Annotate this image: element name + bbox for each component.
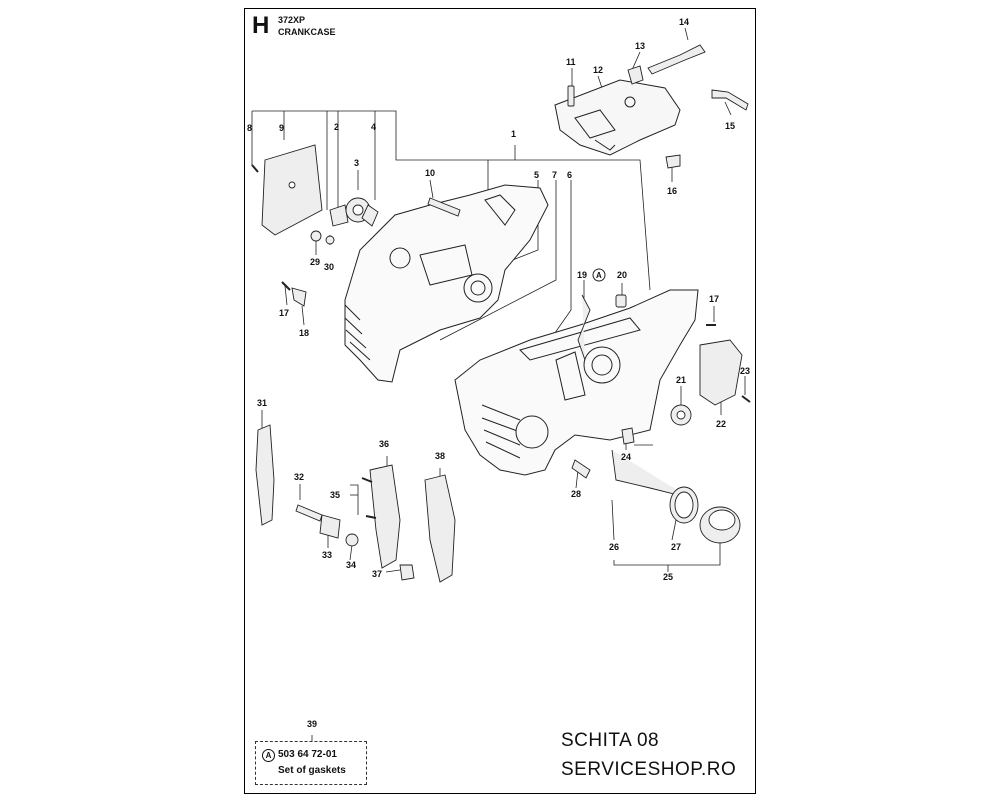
bearing-seat-right (515, 415, 549, 449)
callout-30: 30 (324, 262, 334, 272)
callout-1: 1 (511, 129, 516, 139)
part-28-bolt (571, 459, 591, 479)
callout-29: 29 (310, 257, 320, 267)
callout-26: 26 (609, 542, 619, 552)
marker-a-circle (592, 268, 606, 282)
leader-line (252, 110, 651, 291)
callout-22: 22 (716, 419, 726, 429)
part-9-plate (261, 144, 323, 236)
part-20-sleeve (615, 294, 627, 308)
legend-item-number: 39 (307, 719, 318, 729)
callout-17-right: 17 (709, 294, 719, 304)
legend-box (255, 741, 367, 785)
part-10-bolt (427, 197, 461, 217)
callout-3: 3 (354, 158, 359, 168)
part-33-spacer (319, 514, 341, 539)
part-19-gasket (577, 294, 591, 361)
part-24-stud (621, 427, 635, 445)
part-12-tank-cover (554, 79, 681, 156)
part-26-strap (611, 449, 691, 499)
callout-23: 23 (740, 366, 750, 376)
part-11-screw (567, 85, 575, 107)
marker-a-label: A (596, 271, 602, 280)
watermark-line-1: SCHITA 08 (561, 730, 660, 751)
part-23-screw (741, 395, 751, 403)
section-letter: H (252, 12, 270, 39)
callout-25: 25 (663, 572, 673, 582)
callout-6: 6 (567, 170, 572, 180)
part-34-nut (345, 533, 359, 547)
callout-32: 32 (294, 472, 304, 482)
crankcase-fins-left (344, 304, 371, 361)
callout-14: 14 (679, 17, 689, 27)
callout-34: 34 (346, 560, 356, 570)
callout-21: 21 (676, 375, 686, 385)
leader-line (613, 540, 721, 566)
part-4-washer (361, 204, 379, 227)
legend-part-number: 503 64 72-01 (278, 749, 337, 760)
callout-17-left: 17 (279, 308, 289, 318)
part-18-clip (291, 287, 307, 307)
callout-33: 33 (322, 550, 332, 560)
callout-11: 11 (566, 57, 576, 67)
assembly-title: CRANKCASE (278, 27, 336, 37)
crankcase-half-right (454, 289, 699, 476)
leader-line (549, 180, 572, 341)
callout-8: 8 (247, 123, 252, 133)
part-8-screw (251, 164, 259, 173)
part-31-gasket (255, 424, 275, 526)
callout-18: 18 (299, 328, 309, 338)
callout-7: 7 (552, 170, 557, 180)
callout-16: 16 (667, 186, 677, 196)
leader-line (350, 484, 359, 515)
part-29-nut (310, 230, 322, 242)
part-16-nipple (665, 154, 681, 169)
callout-10: 10 (425, 168, 435, 178)
callout-20: 20 (617, 270, 627, 280)
callout-5: 5 (534, 170, 539, 180)
model-name: 372XP (278, 15, 306, 25)
watermark-line-2: SERVICESHOP.RO (561, 759, 737, 780)
callout-38: 38 (435, 451, 445, 461)
crankcase-fins-right (481, 404, 521, 459)
part-38-plate (424, 474, 456, 583)
part-30-nut (325, 235, 335, 245)
part-17-screw-left (281, 281, 291, 291)
part-13-bracket (627, 65, 644, 85)
callout-37: 37 (372, 569, 382, 579)
callout-2: 2 (334, 122, 339, 132)
bore-left (389, 247, 411, 269)
callout-27: 27 (671, 542, 681, 552)
callout-15: 15 (725, 121, 735, 131)
callout-31: 31 (257, 398, 267, 408)
callout-19: 19 (577, 270, 587, 280)
callout-12: 12 (593, 65, 603, 75)
part-15-throttle-rod (711, 89, 749, 111)
legend-description: Set of gaskets (278, 765, 346, 776)
callout-28: 28 (571, 489, 581, 499)
callout-24: 24 (621, 452, 631, 462)
callout-35: 35 (330, 490, 340, 500)
callout-9: 9 (279, 123, 284, 133)
part-32-bolt (295, 504, 323, 522)
legend-marker: A (262, 749, 275, 762)
part-14-cable (647, 44, 706, 75)
sheet-frame (244, 8, 756, 794)
part-2-bushing (329, 204, 349, 227)
part-35-screw-a (361, 477, 373, 483)
part-22-cover (699, 339, 743, 406)
callout-4: 4 (371, 122, 376, 132)
callout-36: 36 (379, 439, 389, 449)
part-35-screw-b (365, 515, 377, 519)
callout-13: 13 (635, 41, 645, 51)
part-37-nut (399, 564, 415, 581)
part-36-plate (369, 464, 401, 569)
leader-line (439, 180, 557, 341)
